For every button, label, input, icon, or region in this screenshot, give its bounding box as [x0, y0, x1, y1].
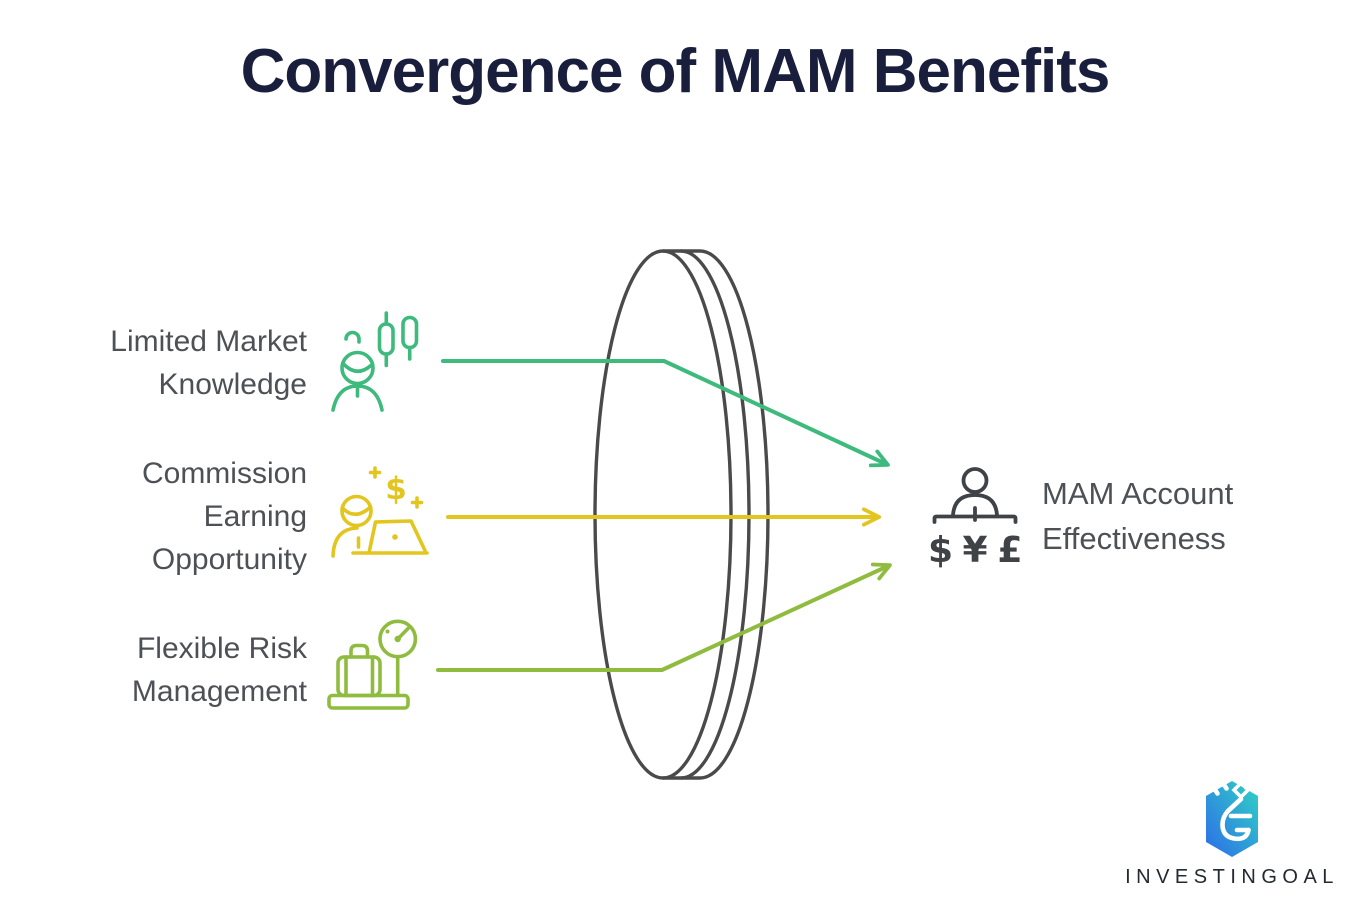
benefit-label-flexible-risk-management: Flexible Risk Management — [40, 627, 307, 713]
flow-line-flexible-risk — [436, 562, 892, 672]
page-title: Convergence of MAM Benefits — [240, 37, 1111, 106]
logo-wordmark: INVESTINGOAL — [1125, 866, 1339, 888]
flow-line-limited-market-knowledge — [441, 359, 890, 468]
label-line: Commission — [141, 457, 307, 490]
benefit-label-commission-earning-opportunity: Commission Earning Opportunity — [40, 452, 307, 581]
dollar-symbol: $ — [928, 530, 953, 571]
investingoal-logo: INVESTINGOAL — [1116, 780, 1348, 889]
currency-symbols: $ ¥ £ — [928, 530, 1023, 571]
trader-candlestick-icon — [331, 311, 419, 412]
pound-symbol: £ — [997, 530, 1022, 571]
person-laptop-earnings-icon: $ — [331, 466, 429, 558]
lens-front-ellipse — [593, 249, 733, 780]
label-line: Effectiveness — [1042, 521, 1226, 556]
label-line: Flexible Risk — [136, 632, 307, 665]
logo-hexagon-icon — [1206, 780, 1258, 857]
lens-back-edge — [699, 249, 770, 780]
label-line: Knowledge — [158, 368, 307, 401]
label-line: Limited Market — [110, 325, 307, 358]
luggage-scale-icon — [327, 619, 418, 710]
label-line: Management — [131, 675, 307, 708]
label-line: Opportunity — [151, 543, 307, 576]
label-line: MAM Account — [1042, 476, 1234, 511]
person-currency-icon: $ ¥ £ — [928, 467, 1023, 571]
dollar-sign-glyph: $ — [385, 471, 407, 507]
lens-middle-edge — [680, 249, 751, 780]
convergence-lens — [593, 249, 770, 780]
result-label-mam-account-effectiveness: MAM Account Effectiveness — [1042, 471, 1233, 561]
benefit-label-limited-market-knowledge: Limited Market Knowledge — [40, 320, 307, 406]
yen-symbol: ¥ — [962, 530, 987, 571]
label-line: Earning — [203, 500, 307, 533]
